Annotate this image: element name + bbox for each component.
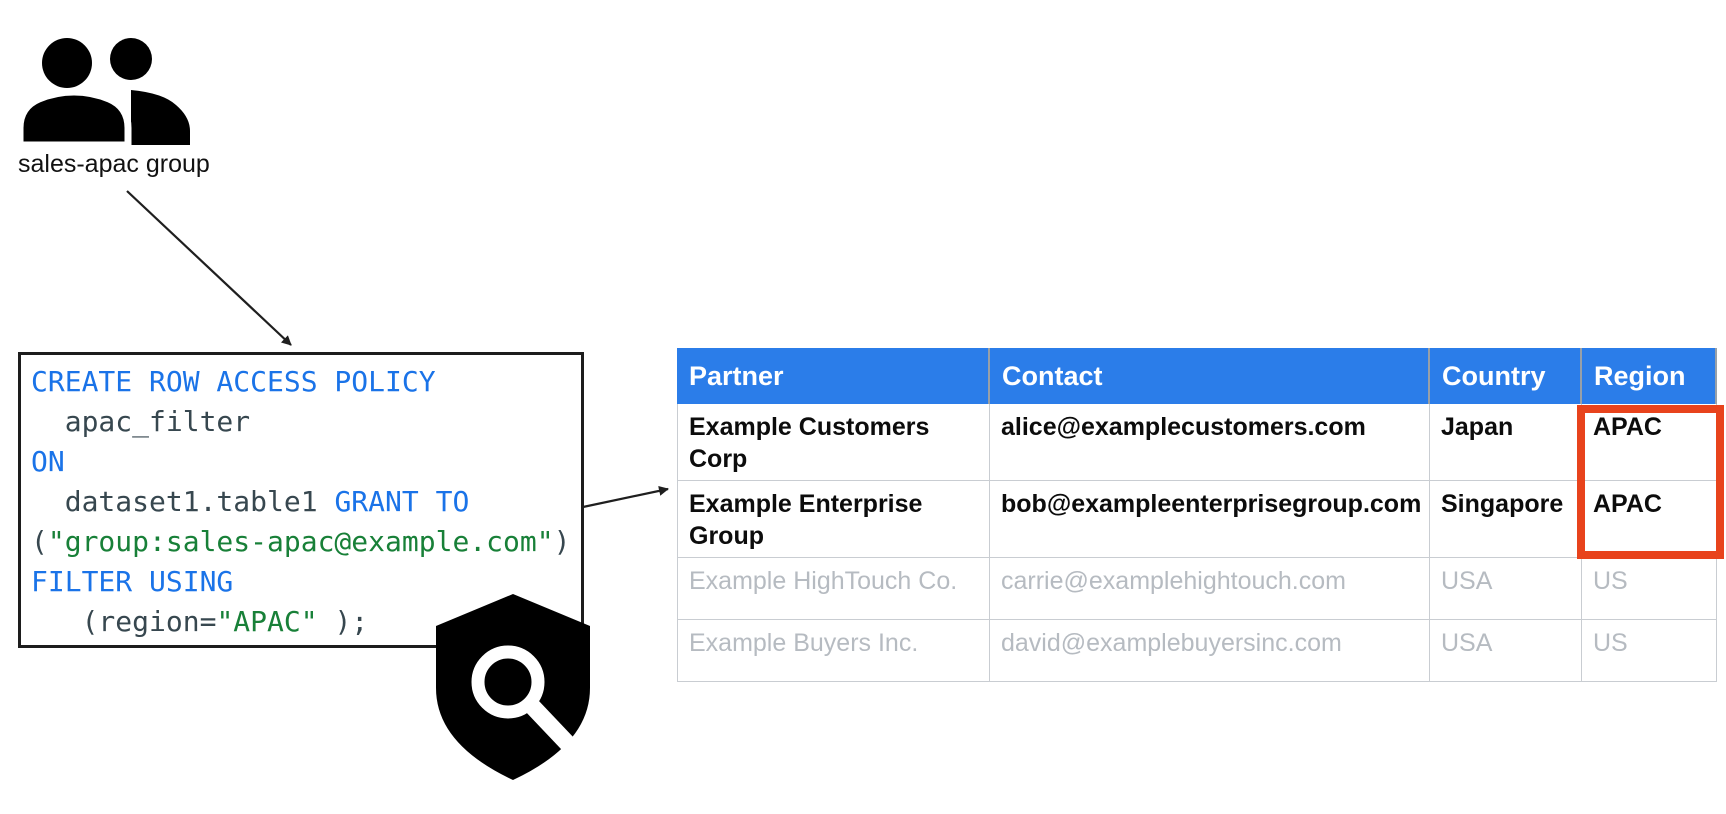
table-cell: Example HighTouch Co. bbox=[677, 558, 990, 620]
user-group-figure: sales-apac group bbox=[18, 30, 228, 179]
table-cell: Singapore bbox=[1430, 481, 1582, 558]
table-cell: david@examplebuyersinc.com bbox=[990, 620, 1430, 682]
code-line: ("group:sales-apac@example.com") bbox=[31, 525, 571, 558]
policy-to-table-arrow bbox=[582, 485, 669, 509]
table-cell: bob@exampleenterprisegroup.com bbox=[990, 481, 1430, 558]
table-cell: USA bbox=[1430, 558, 1582, 620]
code-line: dataset1.table1 GRANT TO bbox=[31, 485, 470, 518]
code-line: (region="APAC" ); bbox=[31, 605, 369, 638]
column-header-country: Country bbox=[1430, 348, 1582, 404]
table-cell: Example Customers Corp bbox=[677, 404, 990, 481]
code-line: CREATE ROW ACCESS POLICY bbox=[31, 365, 436, 398]
table-cell: US bbox=[1582, 558, 1717, 620]
table-cell: Japan bbox=[1430, 404, 1582, 481]
code-line: ON bbox=[31, 445, 65, 478]
group-label: sales-apac group bbox=[18, 150, 210, 178]
table-cell: APAC bbox=[1582, 481, 1717, 558]
group-to-policy-arrow bbox=[126, 190, 292, 346]
table-cell: alice@examplecustomers.com bbox=[990, 404, 1430, 481]
code-line: FILTER USING bbox=[31, 565, 234, 598]
column-header-partner: Partner bbox=[677, 348, 990, 404]
table-cell: Example Buyers Inc. bbox=[677, 620, 990, 682]
column-header-region: Region bbox=[1582, 348, 1717, 404]
table-cell: US bbox=[1582, 620, 1717, 682]
column-header-contact: Contact bbox=[990, 348, 1430, 404]
table-cell: USA bbox=[1430, 620, 1582, 682]
code-line: apac_filter bbox=[31, 405, 251, 438]
table-cell: APAC bbox=[1582, 404, 1717, 481]
table-cell: Example Enterprise Group bbox=[677, 481, 990, 558]
table-cell: carrie@examplehightouch.com bbox=[990, 558, 1430, 620]
people-group-icon bbox=[18, 38, 190, 148]
shield-search-icon bbox=[428, 592, 598, 782]
